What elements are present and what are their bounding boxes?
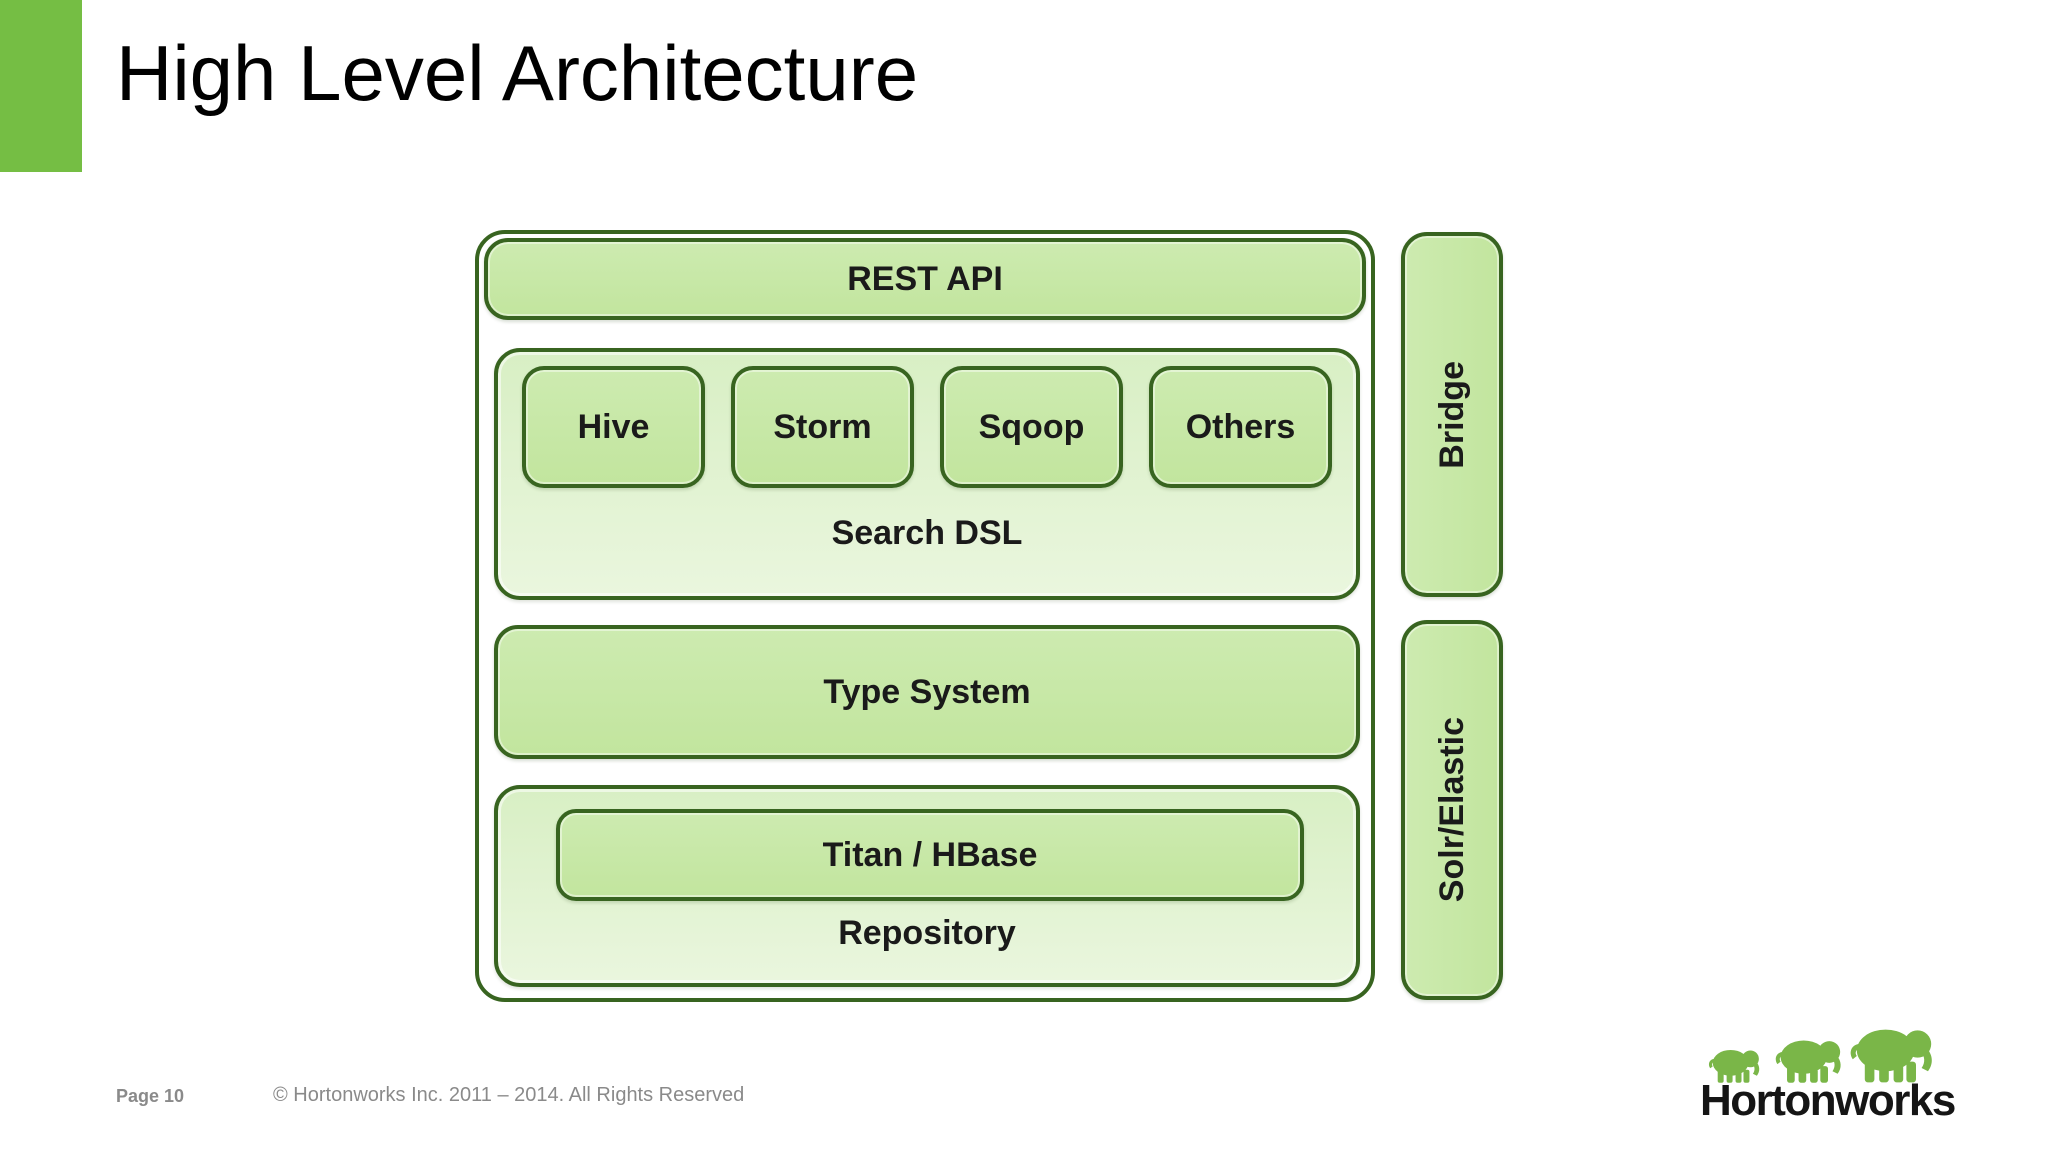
hive-label: Hive: [577, 407, 650, 446]
copyright-text: © Hortonworks Inc. 2011 – 2014. All Righ…: [273, 1084, 745, 1106]
logo-wordmark: Hortonworks: [1700, 1076, 1956, 1125]
titan-hbase-label: Titan / HBase: [822, 835, 1038, 874]
repository-group: Titan / HBase Repository: [494, 785, 1360, 987]
others-box: Others: [1149, 366, 1332, 488]
type-system-box: Type System: [494, 625, 1360, 759]
atlas-container-box: REST API Hive Storm Sqoop Others: [475, 230, 1375, 1002]
hortonworks-logo: Hortonworks: [1700, 1020, 1960, 1126]
type-system-label: Type System: [823, 672, 1031, 711]
others-label: Others: [1185, 407, 1296, 446]
page-number: Page 10: [116, 1086, 185, 1106]
bridge-box: Bridge: [1401, 232, 1503, 597]
sqoop-label: Sqoop: [978, 407, 1085, 446]
accent-bar: [0, 0, 82, 172]
search-dsl-label: Search DSL: [831, 514, 1023, 552]
solr-elastic-box: Solr/Elastic: [1401, 620, 1503, 1000]
storm-box: Storm: [731, 366, 914, 488]
search-dsl-group: Hive Storm Sqoop Others Search DSL: [494, 348, 1360, 600]
bridge-label: Bridge: [1432, 360, 1471, 469]
rest-api-box: REST API: [484, 238, 1366, 320]
repository-label: Repository: [838, 914, 1016, 952]
storm-label: Storm: [773, 407, 872, 446]
elephants-icon: [1708, 1029, 1932, 1083]
sqoop-box: Sqoop: [940, 366, 1123, 488]
solr-elastic-label: Solr/Elastic: [1432, 717, 1471, 903]
titan-hbase-box: Titan / HBase: [556, 809, 1304, 901]
hive-box: Hive: [522, 366, 705, 488]
page-title: High Level Architecture: [116, 29, 919, 117]
rest-api-label: REST API: [847, 259, 1003, 298]
connector-row: Hive Storm Sqoop Others: [498, 352, 1356, 488]
